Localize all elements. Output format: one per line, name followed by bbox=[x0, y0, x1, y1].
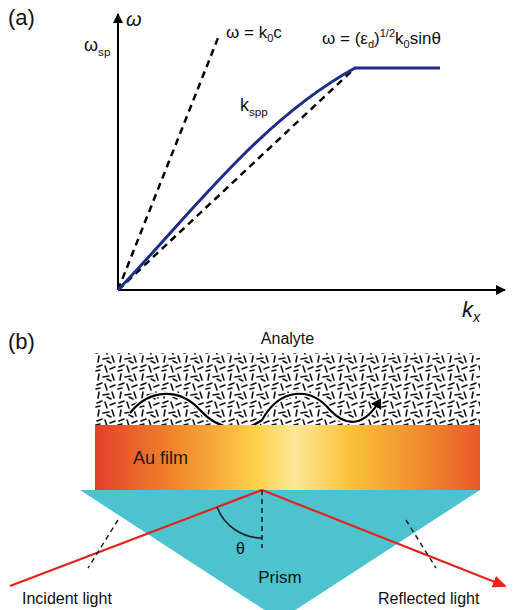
y-axis bbox=[117, 14, 119, 290]
incident-ray bbox=[10, 490, 262, 586]
curve-label: kspp bbox=[240, 96, 268, 116]
panel-letter: (b) bbox=[8, 330, 35, 354]
face-normal bbox=[406, 520, 436, 568]
line-label: ω = k0c bbox=[226, 24, 282, 43]
angle-label: θ bbox=[236, 540, 245, 558]
panel-letter: (a) bbox=[8, 6, 35, 30]
node-label: Au film bbox=[133, 447, 188, 468]
line-label: ω = (εd)1/2k0sinθ bbox=[322, 30, 441, 49]
ray-label: Reflected light bbox=[378, 590, 479, 608]
prism-light-line bbox=[118, 68, 355, 290]
axis-label: ω bbox=[126, 8, 142, 30]
analyte-texture bbox=[95, 353, 480, 425]
light-line bbox=[118, 38, 218, 290]
au-film: Au film bbox=[95, 425, 480, 490]
spp-curve bbox=[118, 68, 440, 290]
axis-label: kx bbox=[462, 298, 480, 322]
normal-line bbox=[261, 490, 263, 548]
plasmon-wave bbox=[130, 394, 380, 428]
prism-body bbox=[80, 490, 480, 610]
face-normal bbox=[88, 520, 118, 568]
axis-label: ωsp bbox=[84, 36, 110, 56]
node-label: Analyte bbox=[257, 328, 318, 350]
angle-arc bbox=[217, 507, 262, 538]
x-axis bbox=[118, 289, 505, 291]
ray-label: Incident light bbox=[22, 590, 112, 608]
analyte-region: Analyte bbox=[95, 328, 480, 425]
node-label: Prism bbox=[258, 568, 301, 588]
